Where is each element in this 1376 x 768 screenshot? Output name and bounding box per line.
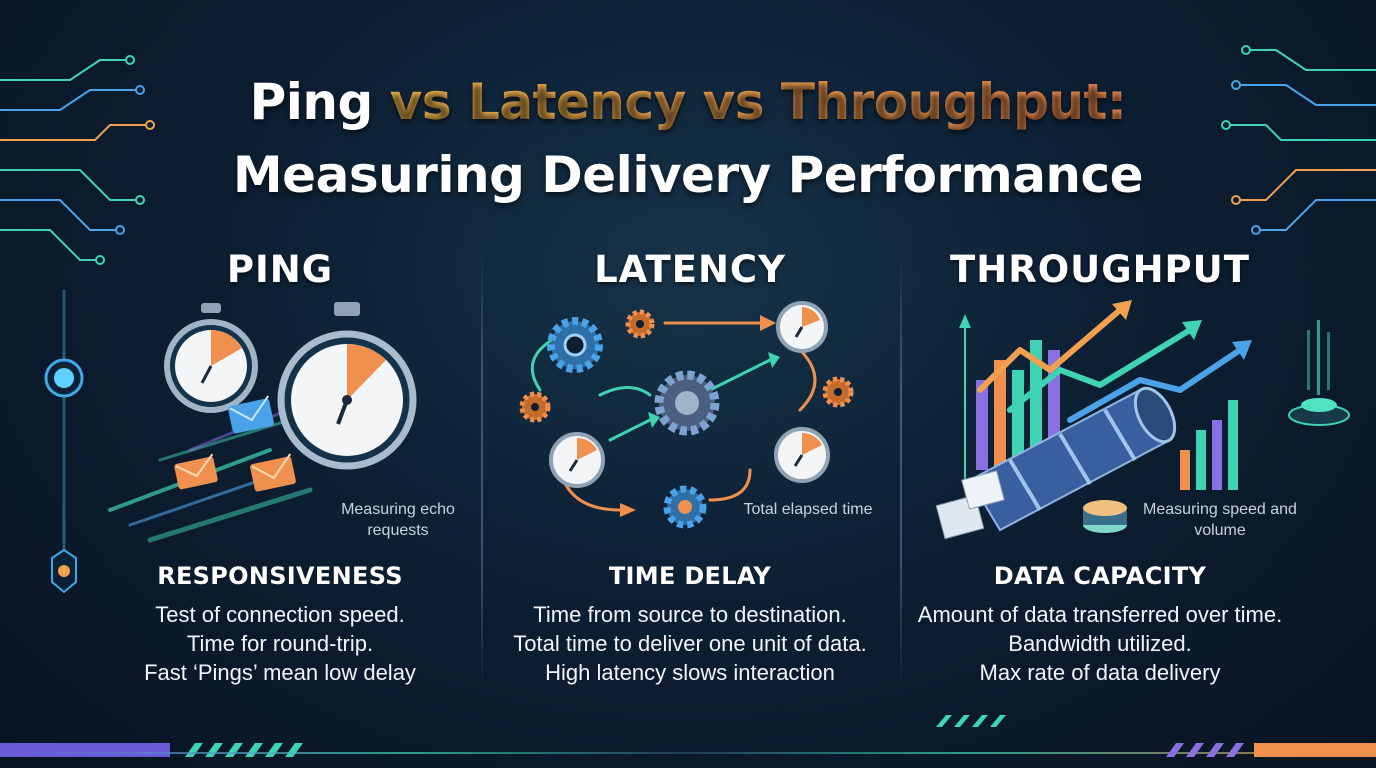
envelope-icon bbox=[250, 453, 296, 492]
latency-subheading: TIME DELAY bbox=[608, 562, 772, 590]
arrow-icon bbox=[977, 307, 1243, 423]
gear-icon bbox=[654, 370, 720, 436]
description-line: Amount of data transferred over time. bbox=[917, 602, 1283, 627]
throughput-column: THROUGHPUT bbox=[890, 240, 1310, 685]
latency-caption: Total elapsed time bbox=[743, 501, 873, 518]
circuit-left-decoration bbox=[0, 55, 155, 265]
stopwatch-icon bbox=[277, 302, 417, 470]
ping-heading: PING bbox=[226, 248, 334, 291]
clock-icon bbox=[776, 301, 828, 353]
throughput-caption: Measuring speed and volume bbox=[1143, 501, 1297, 539]
description-line: High latency slows interaction bbox=[545, 660, 835, 685]
description-line: Total time to deliver one unit of data. bbox=[513, 631, 867, 656]
bottom-stripe-right-decoration bbox=[936, 715, 1376, 757]
side-node-left-decoration bbox=[44, 290, 84, 594]
ping-column: PING bbox=[70, 240, 490, 685]
throughput-illustration bbox=[935, 300, 1252, 540]
gear-icon bbox=[822, 376, 854, 408]
description-line: Test of connection speed. bbox=[155, 602, 405, 627]
column-divider bbox=[900, 250, 902, 690]
circuit-right-decoration bbox=[1221, 45, 1376, 235]
throughput-description: Amount of data transferred over time. Ba… bbox=[890, 600, 1310, 687]
gear-icon bbox=[547, 317, 603, 373]
envelope-icon bbox=[174, 453, 218, 490]
gear-icon bbox=[519, 391, 551, 423]
ping-illustration bbox=[108, 302, 417, 543]
description-line: Time for round-trip. bbox=[186, 631, 374, 656]
envelope-icon bbox=[228, 395, 274, 434]
clock-icon bbox=[774, 427, 830, 483]
title-lead: Ping bbox=[249, 73, 374, 131]
ping-description: Test of connection speed. Time for round… bbox=[70, 600, 490, 687]
bar-chart-icon bbox=[959, 314, 1238, 490]
ping-subheading: RESPONSIVENESS bbox=[157, 562, 403, 590]
column-divider bbox=[481, 250, 483, 690]
side-node-right-decoration bbox=[1288, 320, 1350, 426]
latency-illustration bbox=[519, 301, 854, 529]
latency-heading: LATENCY bbox=[594, 248, 786, 291]
title-accent: vs Latency vs Throughput: bbox=[389, 73, 1127, 131]
description-line: Bandwidth utilized. bbox=[1008, 631, 1192, 656]
page-title-line-1: Ping vs Latency vs Throughput: bbox=[0, 70, 1376, 134]
gear-icon bbox=[663, 485, 707, 529]
throughput-subheading: DATA CAPACITY bbox=[993, 562, 1207, 590]
data-pipe-icon bbox=[935, 386, 1177, 540]
throughput-heading: THROUGHPUT bbox=[950, 248, 1250, 291]
description-line: Time from source to destination. bbox=[533, 602, 847, 627]
gear-icon bbox=[625, 309, 655, 339]
bottom-stripe-left-decoration bbox=[0, 743, 303, 757]
ping-caption: Measuring echo requests bbox=[341, 501, 455, 539]
latency-description: Time from source to destination. Total t… bbox=[480, 600, 900, 687]
description-line: Fast ‘Pings’ mean low delay bbox=[144, 660, 416, 685]
clock-icon bbox=[549, 432, 605, 488]
description-line: Max rate of data delivery bbox=[979, 660, 1221, 685]
page-title-line-2: Measuring Delivery Performance bbox=[232, 146, 1144, 204]
bottom-line-decoration bbox=[0, 752, 1376, 754]
stopwatch-icon bbox=[164, 303, 258, 413]
latency-column: LATENCY bbox=[480, 240, 900, 685]
